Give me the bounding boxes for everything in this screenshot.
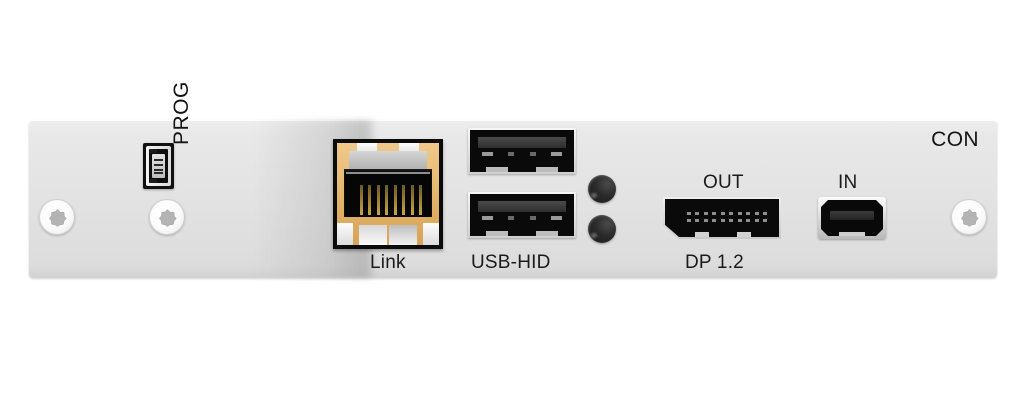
link-port-top-bar (349, 151, 427, 173)
prog-port[interactable] (143, 143, 174, 189)
link-port-latch-right (389, 225, 417, 245)
prog-port-label: PROG (170, 81, 193, 145)
link-port-cavity (344, 169, 432, 217)
usb-port-foot-left (486, 231, 508, 236)
displayport-in-tongue (830, 211, 874, 220)
screw-far-left (39, 199, 75, 235)
led-top (588, 175, 616, 203)
torx-screw-icon (158, 208, 177, 227)
link-port-foot-right (423, 223, 439, 245)
displayport-out-foot-left (695, 232, 709, 237)
prog-port-notch-top (150, 149, 157, 153)
usb-hid-label: USB-HID (471, 252, 551, 273)
prog-port-notch-bottom (150, 179, 157, 183)
usb-port-foot-right (536, 167, 558, 172)
displayport-out[interactable] (663, 197, 781, 239)
link-port-latch-left (359, 225, 387, 245)
displayport-version-label: DP 1.2 (685, 252, 744, 273)
screw-right (951, 199, 987, 235)
displayport-out-pinrow-top (687, 212, 767, 215)
displayport-out-cavity (665, 199, 779, 237)
displayport-out-label: OUT (703, 172, 744, 193)
usb-port-tongue (478, 201, 566, 212)
link-port[interactable] (333, 139, 443, 249)
usb-port-cavity (470, 194, 574, 236)
usb-port-tongue (478, 137, 566, 148)
usb-port-foot-left (486, 167, 508, 172)
displayport-in-label: IN (838, 172, 858, 193)
usb-port-cavity (470, 130, 574, 172)
led-bottom (588, 215, 616, 243)
link-port-label: Link (370, 252, 406, 273)
screw-left (149, 199, 185, 235)
usb-port-foot-right (536, 231, 558, 236)
usb-port-contacts (482, 152, 562, 156)
unit-label-con: CON (931, 128, 979, 151)
link-port-hairline (346, 172, 430, 174)
link-port-foot-left (337, 223, 353, 245)
torx-screw-icon (960, 208, 979, 227)
usb-hid-port-bottom[interactable] (468, 192, 576, 238)
displayport-out-foot-right (737, 232, 751, 237)
displayport-in[interactable] (818, 197, 886, 239)
displayport-out-pinrow-bottom (687, 219, 767, 222)
prog-port-tongue (152, 154, 165, 178)
link-port-pins (360, 185, 422, 215)
usb-port-contacts (482, 216, 562, 220)
usb-hid-port-top[interactable] (468, 128, 576, 174)
displayport-in-foot (839, 232, 865, 236)
displayport-in-cavity (821, 200, 883, 236)
torx-screw-icon (48, 208, 67, 227)
